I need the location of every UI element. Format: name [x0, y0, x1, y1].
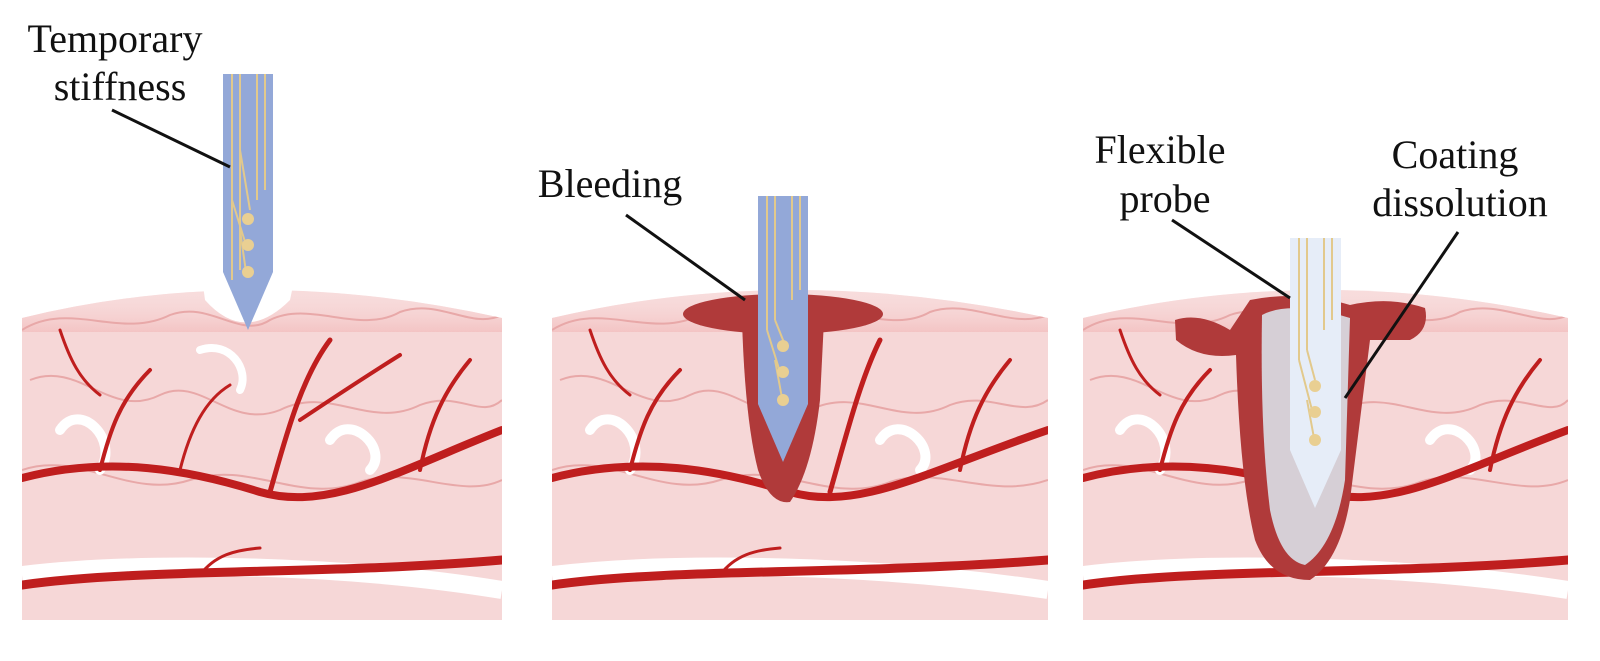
coating-dissolution-label: Coating dissolution — [1372, 132, 1548, 225]
bleeding-leader — [625, 213, 746, 302]
electrode-pad-icon — [777, 394, 789, 406]
rigid-probe-icon — [758, 196, 808, 462]
temporary-stiffness-leader — [111, 108, 231, 169]
temporary-stiffness-label: Temporary stiffness — [28, 16, 213, 109]
rigid-probe-icon — [223, 74, 273, 330]
blood-vessel-icon — [22, 328, 502, 590]
flexible-probe-label: Flexible probe — [1094, 127, 1235, 221]
flexible-probe-leader — [1171, 218, 1291, 300]
bleeding-label: Bleeding — [538, 161, 682, 206]
electrode-pad-icon — [242, 213, 254, 225]
panel-flexible-probe: Flexible probe Coating dissolution — [1083, 127, 1568, 620]
electrode-pad-icon — [242, 239, 254, 251]
coating-dissolution-leader — [1343, 231, 1460, 399]
electrode-pad-icon — [1309, 380, 1321, 392]
electrode-pad-icon — [1309, 406, 1321, 418]
panel-bleeding: Bleeding — [538, 161, 1048, 620]
electrode-pad-icon — [777, 340, 789, 352]
electrode-pad-icon — [777, 366, 789, 378]
electrode-pad-icon — [1309, 434, 1321, 446]
electrode-pad-icon — [242, 266, 254, 278]
flexible-probe-icon — [1290, 238, 1341, 508]
panel-insertion: Temporary stiffness — [22, 16, 502, 620]
